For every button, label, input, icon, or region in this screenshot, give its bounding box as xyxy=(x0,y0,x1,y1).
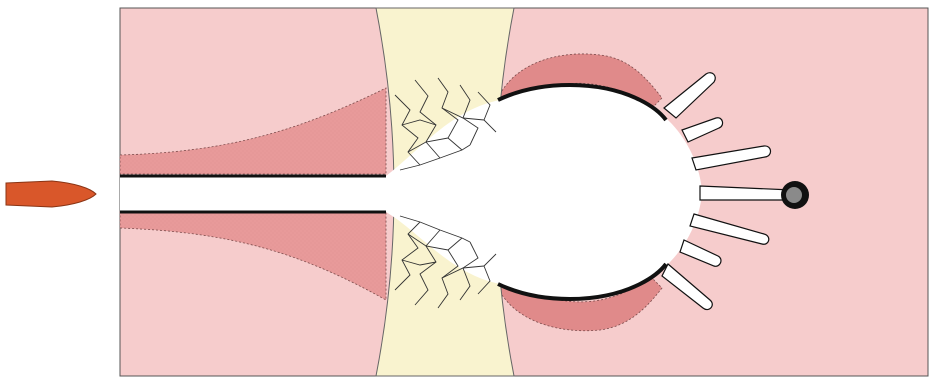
permanent-tract xyxy=(120,176,400,212)
fragment-core xyxy=(786,187,802,203)
bullet-icon xyxy=(6,181,96,207)
